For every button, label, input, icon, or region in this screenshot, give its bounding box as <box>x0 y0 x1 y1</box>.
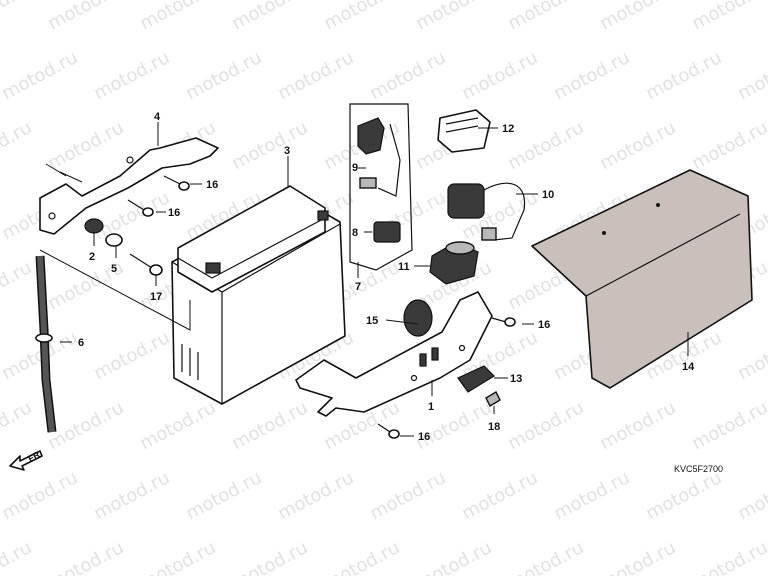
watermark-text: motod.ru <box>320 0 403 34</box>
watermark-text: motod.ru <box>734 327 768 384</box>
watermark-text: motod.ru <box>136 0 219 34</box>
watermark-text: motod.ru <box>642 467 725 524</box>
watermark-text: motod.ru <box>504 0 587 34</box>
watermark-text: motod.ru <box>274 47 357 104</box>
callout-11: 11 <box>398 261 410 273</box>
relay-holder-part <box>429 241 479 285</box>
watermark-text: motod.ru <box>0 537 35 576</box>
watermark-text: motod.ru <box>44 0 127 34</box>
fuse-box-part <box>457 365 495 393</box>
watermark-text: motod.ru <box>688 537 768 576</box>
watermark-text: motod.ru <box>458 467 541 524</box>
callout-6: 6 <box>78 337 84 349</box>
watermark-text: motod.ru <box>0 0 35 34</box>
callout-8: 8 <box>352 227 358 239</box>
callout-5: 5 <box>111 263 117 275</box>
fuse-part <box>485 391 501 407</box>
watermark-text: motod.ru <box>182 47 265 104</box>
callout-14: 14 <box>682 361 695 373</box>
starter-relay-part <box>447 182 526 241</box>
watermark-text: motod.ru <box>366 467 449 524</box>
watermark-text: motod.ru <box>550 467 633 524</box>
callout-16d: 16 <box>418 431 430 443</box>
callout-16a: 16 <box>206 179 218 191</box>
watermark-text: motod.ru <box>504 117 587 174</box>
watermark-text: motod.ru <box>504 397 587 454</box>
watermark-text: motod.ru <box>0 467 81 524</box>
leader-lines <box>60 122 689 437</box>
watermark-text: motod.ru <box>688 117 768 174</box>
callout-15: 15 <box>366 315 378 327</box>
watermark-text: motod.ru <box>228 397 311 454</box>
callout-12: 12 <box>502 123 514 135</box>
callout-13: 13 <box>510 373 522 385</box>
grommet-part <box>403 299 433 337</box>
callout-2: 2 <box>89 251 95 263</box>
callout-labels: 1 2 3 4 5 6 7 8 9 10 11 12 13 14 15 16 1… <box>78 111 695 443</box>
watermark-text: motod.ru <box>136 397 219 454</box>
watermark-text: motod.ru <box>734 467 768 524</box>
watermark-text: motod.ru <box>366 47 449 104</box>
callout-3: 3 <box>284 145 290 157</box>
watermark-text: motod.ru <box>596 537 679 576</box>
relay-cover-part <box>437 109 491 153</box>
front-label: FR. <box>26 448 43 464</box>
callout-16b: 16 <box>168 207 180 219</box>
watermark-text: motod.ru <box>596 117 679 174</box>
callout-16c: 16 <box>538 319 550 331</box>
callout-1: 1 <box>428 401 434 413</box>
watermark-text: motod.ru <box>412 397 495 454</box>
callout-9: 9 <box>352 162 358 174</box>
fuse-set-part <box>349 103 413 271</box>
breather-tube-part <box>35 255 57 433</box>
rubber-cover-part <box>531 169 753 389</box>
watermark-text: motod.ru <box>412 537 495 576</box>
battery-part <box>171 185 346 405</box>
diagram-code: KVC5F2700 <box>674 464 723 474</box>
watermark-text: motod.ru <box>90 467 173 524</box>
watermark-text: motod.ru <box>136 537 219 576</box>
watermark-text: motod.ru <box>412 0 495 34</box>
battery-tray-part <box>295 291 493 417</box>
watermark-text: motod.ru <box>228 537 311 576</box>
watermark-text: motod.ru <box>320 537 403 576</box>
watermark-text: motod.ru <box>458 47 541 104</box>
callout-10: 10 <box>542 189 554 201</box>
watermark-text: motod.ru <box>228 117 311 174</box>
watermark-text: motod.ru <box>0 47 81 104</box>
watermark-text: motod.ru <box>0 397 35 454</box>
watermark-text: motod.ru <box>90 47 173 104</box>
watermark-text: motod.ru <box>642 47 725 104</box>
watermark-text: motod.ru <box>44 117 127 174</box>
watermark-text: motod.ru <box>0 257 35 314</box>
callout-17: 17 <box>150 291 162 303</box>
watermark-text: motod.ru <box>734 47 768 104</box>
watermark-text: motod.ru <box>504 537 587 576</box>
watermark-text: motod.ru <box>688 0 768 34</box>
watermark-text: motod.ru <box>44 397 127 454</box>
watermark-text: motod.ru <box>44 537 127 576</box>
watermark-text: motod.ru <box>596 397 679 454</box>
watermark-text: motod.ru <box>596 0 679 34</box>
watermark-text: motod.ru <box>0 117 35 174</box>
watermark-text: motod.ru <box>90 327 173 384</box>
watermark-text: motod.ru <box>182 467 265 524</box>
callout-4: 4 <box>154 111 161 123</box>
callout-7: 7 <box>355 281 361 293</box>
watermark-text: motod.ru <box>274 467 357 524</box>
callout-18: 18 <box>488 421 500 433</box>
bracket-part <box>39 137 219 235</box>
guide-lines <box>39 163 191 331</box>
watermark-text: motod.ru <box>228 0 311 34</box>
fasteners-part <box>84 175 516 439</box>
watermark-text: motod.ru <box>550 47 633 104</box>
watermark-text: motod.ru <box>688 397 768 454</box>
front-arrow: FR. <box>9 448 44 471</box>
